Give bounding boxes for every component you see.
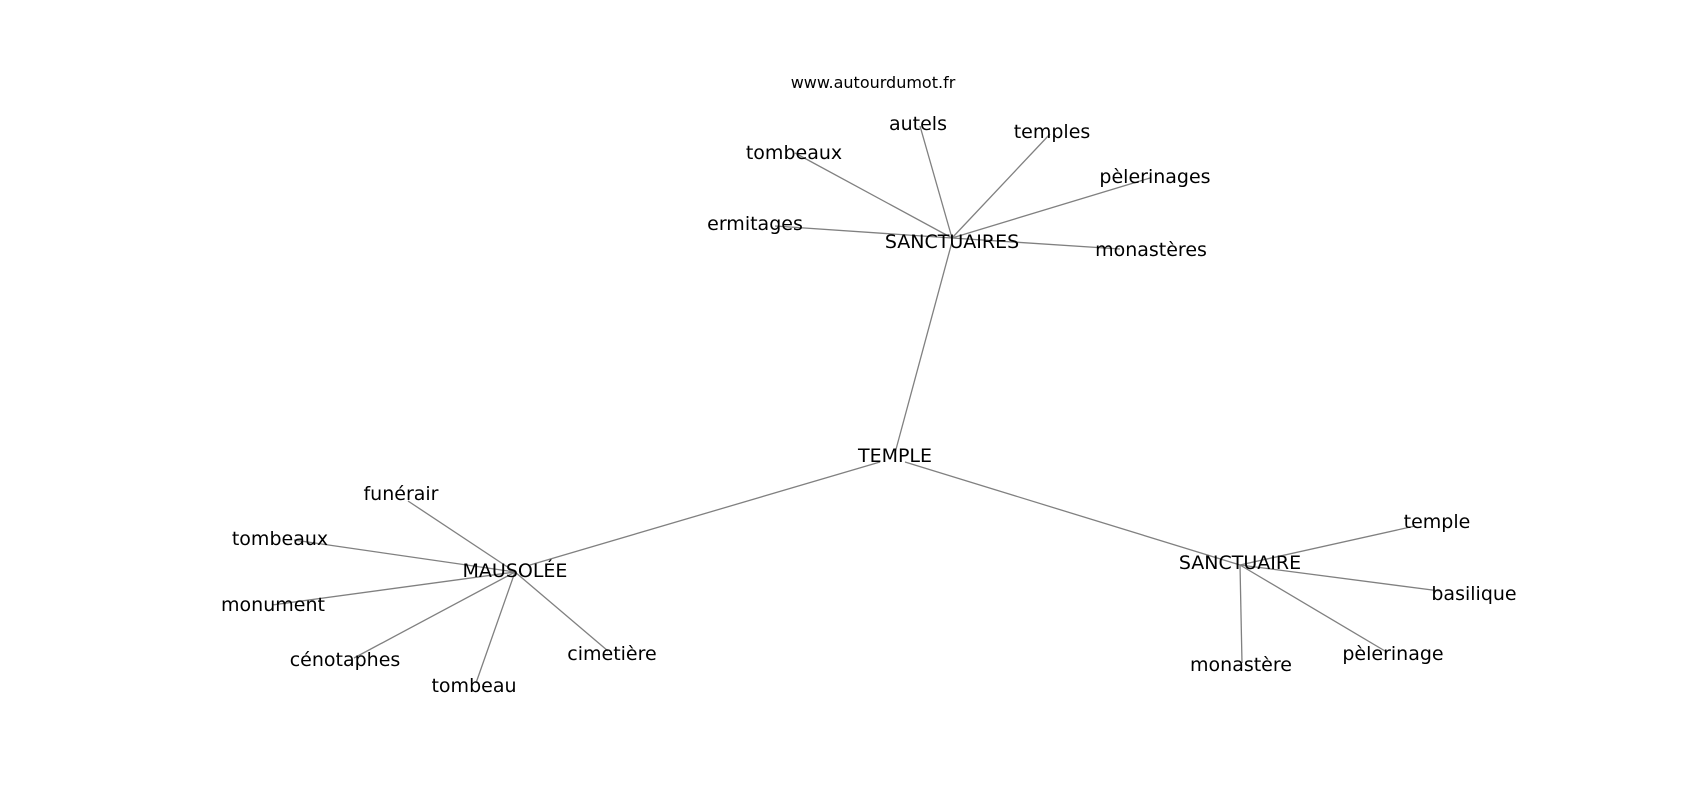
edge-sanctuaires-temples (951, 133, 1051, 239)
edge-sanctuaire-monastere (1239, 564, 1243, 664)
labels: TEMPLE SANCTUAIRES autels temples tombea… (221, 113, 1517, 697)
node-leaf-temples: temples (1014, 121, 1091, 143)
node-leaf-monument: monument (221, 594, 325, 616)
node-leaf-autels: autels (889, 113, 947, 135)
node-hub-sanctuaire: SANCTUAIRE (1179, 552, 1301, 574)
edge-mausolee-cimetiere (514, 571, 609, 652)
edge-sanctuaire-temple (1239, 525, 1416, 566)
node-leaf-tombeau: tombeau (431, 675, 516, 697)
node-hub-sanctuaires: SANCTUAIRES (885, 231, 1019, 253)
edge-mausolee-tombeaux (293, 539, 516, 573)
node-leaf-temple: temple (1404, 511, 1471, 533)
edge-sanctuaires-pelerinages (951, 177, 1151, 239)
node-leaf-pelerinage: pèlerinage (1342, 643, 1443, 665)
edges (271, 125, 1441, 684)
edge-mausolee-monument (271, 571, 516, 606)
node-leaf-ermitages: ermitages (707, 213, 803, 235)
node-leaf-tombeaux: tombeaux (746, 142, 842, 164)
edge-mausolee-funerair (407, 500, 516, 573)
edge-sanctuaire-basilique (1239, 564, 1441, 592)
edge-mausolee-cenotaphes (353, 571, 516, 659)
edge-temple-sanctuaires (894, 241, 953, 454)
node-leaf-basilique: basilique (1431, 583, 1516, 605)
node-leaf-tombeaux-2: tombeaux (232, 528, 328, 550)
edge-sanctuaires-monasteres (951, 237, 1121, 250)
edge-sanctuaire-pelerinage (1239, 564, 1386, 652)
edge-sanctuaires-tombeaux (794, 152, 953, 239)
edge-temple-sanctuaire (904, 461, 1241, 566)
node-leaf-funerair: funérair (363, 483, 438, 505)
node-center-temple: TEMPLE (857, 445, 932, 467)
node-leaf-cenotaphes: cénotaphes (290, 649, 401, 671)
node-leaf-pelerinages: pèlerinages (1099, 166, 1210, 188)
edge-sanctuaires-ermitages (774, 225, 953, 239)
edge-sanctuaires-autels (919, 125, 953, 239)
edge-mausolee-tombeau (475, 571, 516, 684)
node-leaf-monastere: monastère (1190, 654, 1292, 676)
edge-temple-mausolee (529, 461, 881, 566)
node-leaf-cimetiere: cimetière (567, 643, 656, 665)
node-hub-mausolee: MAUSOLÉE (463, 559, 568, 582)
watermark-text: www.autourdumot.fr (791, 73, 956, 92)
node-leaf-monasteres: monastères (1095, 239, 1207, 261)
